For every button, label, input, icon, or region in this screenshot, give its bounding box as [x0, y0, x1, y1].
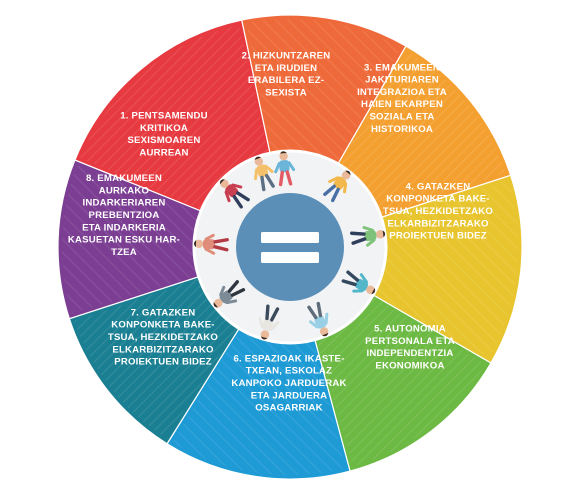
segment-label-line: KRITIKOA: [140, 123, 188, 134]
segment-label-line: HAIEN EKARPEN: [361, 99, 443, 110]
segment-label-line: PROIEKTUEN BIDEZ: [389, 231, 487, 242]
segment-label-line: KONPONKETA BAKE-: [386, 194, 489, 205]
segment-4-label: 4. GATAZKEN KONPONKETA BAKE-TSUA, HEZKIDE…: [383, 181, 494, 241]
segment-label-line: JAKITURIAREN: [365, 75, 439, 86]
segment-label-line: 5. AUTONOMIA: [374, 324, 446, 335]
segment-8-texture: [61, 165, 291, 314]
segment-label-line: SEXISTA: [265, 88, 307, 99]
segment-label-line: ETA IRUDIEN: [255, 63, 317, 74]
person-figure: [307, 301, 329, 337]
segment-label-line: 3. EMAKUMEEN: [364, 62, 440, 73]
segment-label-line: SOZIALA ETA: [369, 112, 434, 123]
segment-label-line: AURREAN: [139, 147, 188, 158]
segment-label-line: EKONOMIKOA: [375, 361, 444, 372]
segment-label-line: TXEAN, ESKOLAZ: [246, 366, 332, 377]
segment-label-line: ETA JARDUERA: [251, 390, 328, 401]
segment-label-line: 4. GATAZKEN: [406, 181, 471, 192]
segment-label-line: PREBENTZIOA: [89, 210, 160, 221]
segment-label-line: TSUA, HEZKIDETZAKO: [108, 332, 219, 343]
segment-label-line: SEXISMOAREN: [127, 135, 200, 146]
equals-icon: [261, 232, 319, 263]
person-figure: [194, 233, 229, 255]
segment-label-line: 7. GATAZKEN: [131, 307, 196, 318]
segment-4-texture: [290, 180, 519, 358]
segment-label-line: INTEGRAZIOA ETA: [357, 87, 447, 98]
segment-label-line: OSAGARRIAK: [255, 403, 323, 414]
segment-label-line: 1. PENTSAMENDU: [120, 111, 208, 122]
people-ring-illustrations: [194, 151, 386, 340]
segment-label-line: KONPONKETA BAKE-: [111, 320, 214, 331]
person-figure: [254, 156, 275, 192]
segment-label-line: KASUETAN ESKU HAR-: [68, 235, 180, 246]
segment-label-line: ELKARBIZITZARAKO: [387, 218, 489, 229]
person-figure: [213, 280, 246, 308]
segment-label-line: TSUA, HEZKIDETZAKO: [383, 206, 494, 217]
person-figure: [219, 179, 250, 209]
person-figure: [274, 151, 296, 187]
person-figure: [258, 304, 280, 340]
segment-7-label: 7. GATAZKEN KONPONKETA BAKE-TSUA, HEZKIDE…: [108, 307, 219, 367]
segment-label-line: ERABILERA EZ-: [248, 75, 324, 86]
segment-label-line: ETA INDARKERIA: [82, 222, 166, 233]
center-disc: [236, 193, 344, 301]
segment-label-line: PROIEKTUEN BIDEZ: [114, 357, 212, 368]
person-figure: [323, 170, 351, 203]
segment-label-line: HISTORIKOA: [371, 124, 433, 135]
segment-label-line: PERTSONALA ETA: [365, 336, 455, 347]
segment-label-line: ELKARBIZITZARAKO: [112, 344, 214, 355]
segment-label-line: AURKAKO: [99, 185, 150, 196]
segment-label-line: TZEA: [111, 247, 137, 258]
segment-label-line: KANPOKO JARDUERAK: [231, 378, 346, 389]
segment-label-line: INDEPENDENTZIA: [366, 348, 453, 359]
person-figure: [350, 225, 386, 247]
segment-label-line: 2. HIZKUNTZAREN: [242, 51, 331, 62]
segment-label-line: 8. EMAKUMEEN: [86, 173, 162, 184]
person-figure: [341, 270, 376, 295]
segment-label-line: INDARKERIAREN: [82, 198, 165, 209]
segment-label-line: 6. ESPAZIOAK IKASTE-: [234, 353, 345, 364]
